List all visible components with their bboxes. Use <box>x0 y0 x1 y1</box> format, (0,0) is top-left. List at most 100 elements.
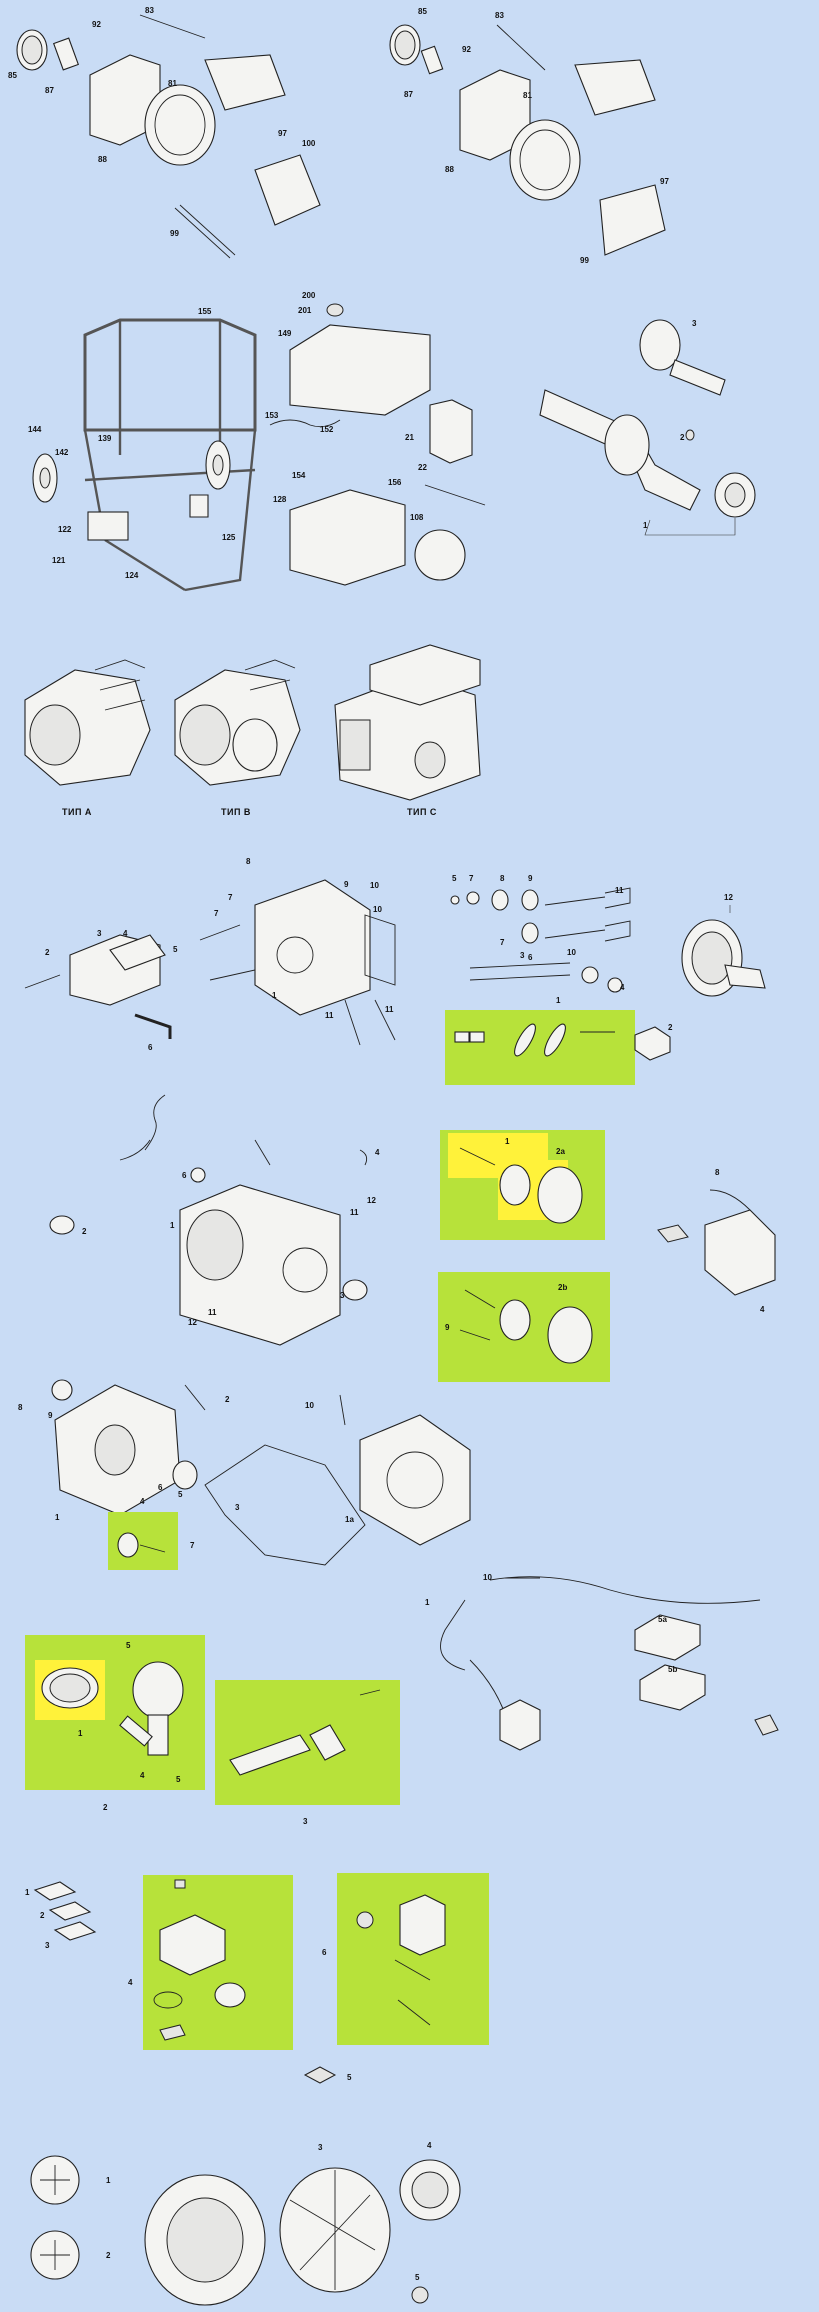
head-gasket <box>364 914 396 986</box>
recoil-pulley <box>499 1164 531 1206</box>
label: 12 <box>367 1196 376 1205</box>
front-housing <box>254 154 321 226</box>
intake-valve <box>544 887 631 909</box>
label: 5 <box>126 1641 131 1650</box>
label: 124 <box>125 571 139 580</box>
label: 1 <box>78 1729 83 1738</box>
label: 108 <box>410 513 424 522</box>
key <box>685 429 695 441</box>
valve-train-assembly: 5 7 8 9 11 7 6 10 4 3 1 2 12 <box>445 874 766 1085</box>
alternator-left-assembly: 85 92 83 87 81 88 97 100 99 <box>8 6 321 259</box>
label: 155 <box>198 307 212 316</box>
labels-starter: 1 2a 2b 9 8 4 <box>445 1137 765 1332</box>
label: 22 <box>418 463 427 472</box>
rotor <box>204 54 286 111</box>
label: 8 <box>715 1168 720 1177</box>
label: 92 <box>92 20 101 29</box>
bolt-set <box>179 204 236 256</box>
gasket <box>204 1444 366 1566</box>
label: 3 <box>97 929 102 938</box>
engine-type-a: ТИП A <box>24 659 151 817</box>
label: 152 <box>320 425 334 434</box>
label: 3 <box>692 319 697 328</box>
label: 10 <box>370 881 379 890</box>
label: 122 <box>58 525 72 534</box>
label: 3 <box>520 951 525 960</box>
bearing <box>172 1460 198 1490</box>
flywheel-nut <box>411 2286 429 2304</box>
label: 1 <box>25 1888 30 1897</box>
label: 5b <box>668 1665 677 1674</box>
frame-assembly: 155 144 142 139 122 121 124 125 128 <box>28 307 287 592</box>
label: 154 <box>292 471 306 480</box>
label: 3 <box>318 2143 323 2152</box>
type-b-caption: ТИП B <box>221 807 251 817</box>
valve-spring <box>491 889 509 911</box>
camshaft <box>669 359 726 396</box>
label: 85 <box>8 71 17 80</box>
label: 81 <box>523 91 532 100</box>
labels-cylinder-head: 8 9 10 10 7 7 5 4 3 2 1 6 11 11 <box>45 857 394 1052</box>
label: 6 <box>158 1483 163 1492</box>
label: 11 <box>350 1208 359 1217</box>
label: 5a <box>658 1615 667 1624</box>
type-c-caption: ТИП C <box>407 807 437 817</box>
pushrod <box>469 962 571 969</box>
rod-bolt <box>359 1689 381 1696</box>
label: 1 <box>425 1598 430 1607</box>
alternator-right-assembly: 85 92 83 87 81 88 97 99 <box>389 7 669 265</box>
carburetor-body <box>159 1914 226 1976</box>
label: 10 <box>567 948 576 957</box>
piston <box>132 1661 184 1719</box>
flywheel-assembly: 1 2 3 4 5 <box>30 2141 461 2306</box>
governor <box>117 1532 139 1558</box>
recoil-cover <box>414 529 466 581</box>
label: 83 <box>145 6 154 15</box>
labels-alternator-right: 85 92 83 87 81 88 97 99 <box>404 7 669 265</box>
label: 4 <box>140 1771 145 1780</box>
label: 9 <box>48 1411 53 1420</box>
label: 4 <box>140 1497 145 1506</box>
spacer <box>48 1901 92 1921</box>
label: 10 <box>305 1401 314 1410</box>
label: 139 <box>98 434 112 443</box>
label: 2 <box>106 2251 111 2260</box>
fuel-tank-assembly: 200 201 149 153 152 154 21 22 156 108 <box>265 291 486 586</box>
ignition-assembly: 1 10 5a 5b <box>425 1573 779 1751</box>
label: 2 <box>668 1023 673 1032</box>
cylinder-head <box>254 879 371 1016</box>
fan-housing <box>359 1414 471 1546</box>
throttle-kit-highlight <box>337 1873 489 2045</box>
connecting-rod-highlight <box>215 1680 400 1805</box>
label: 121 <box>52 556 66 565</box>
label: 1a <box>345 1515 354 1524</box>
label: 100 <box>302 139 316 148</box>
label: 144 <box>28 425 42 434</box>
label: 200 <box>302 291 316 300</box>
control-panel <box>599 184 666 256</box>
brush-holder <box>420 45 444 75</box>
label: 4 <box>620 983 625 992</box>
spark-plug-wire <box>440 1599 466 1671</box>
label: 201 <box>298 306 312 315</box>
labels-crankshaft: 3 2 1 <box>643 319 697 530</box>
labels-carburetor: 1 2 3 4 5 6 <box>25 1888 352 2082</box>
label: 83 <box>495 11 504 20</box>
labels-flywheel: 1 2 3 4 5 <box>106 2141 432 2282</box>
dipstick <box>339 1394 346 1426</box>
label: 6 <box>148 1043 153 1052</box>
labels-ignition: 1 10 5a 5b <box>425 1573 677 1674</box>
module-5b <box>639 1664 706 1711</box>
rod <box>424 484 486 506</box>
crankcase-assembly: 4 6 1 12 11 11 12 3 2 <box>49 1094 380 1346</box>
label: 21 <box>405 433 414 442</box>
label: 142 <box>55 448 69 457</box>
label: 10 <box>483 1573 492 1582</box>
label: 2 <box>45 948 50 957</box>
label: 8 <box>246 857 251 866</box>
label: 85 <box>418 7 427 16</box>
label: 97 <box>278 129 287 138</box>
label: 6 <box>182 1171 187 1180</box>
cylinder-head-assembly: 8 9 10 10 7 7 5 4 3 2 1 6 11 11 <box>24 857 396 1052</box>
labels-fuel-tank: 200 201 149 153 152 154 21 22 156 108 <box>265 291 427 522</box>
